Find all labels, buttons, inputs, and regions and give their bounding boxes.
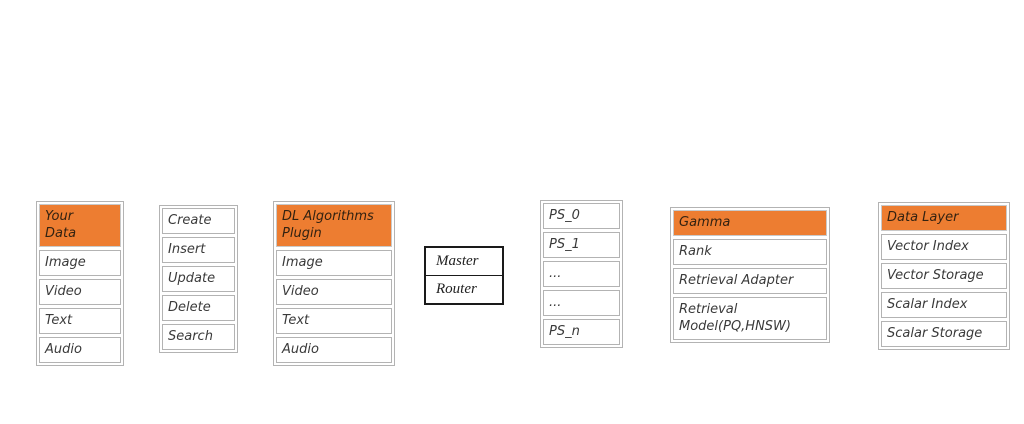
table-cell: PS_0 [543, 203, 620, 229]
table-cell: Text [276, 308, 392, 334]
table-cell: PS_1 [543, 232, 620, 258]
table-your-data: Your Data Image Video Text Audio [36, 201, 124, 366]
table-header: Gamma [673, 210, 827, 236]
table-cell: Router [426, 276, 502, 303]
table-master-router: Master Router [424, 246, 504, 305]
table-cell: Video [276, 279, 392, 305]
table-cell: Audio [276, 337, 392, 363]
table-cell: Image [39, 250, 121, 276]
table-cell: Vector Index [881, 234, 1007, 260]
table-cell: Create [162, 208, 235, 234]
table-cell: ... [543, 261, 620, 287]
table-cell: Text [39, 308, 121, 334]
table-cell: Master [426, 248, 502, 276]
table-cell: Audio [39, 337, 121, 363]
table-cell: Retrieval Adapter [673, 268, 827, 294]
table-cell: Update [162, 266, 235, 292]
table-data-layer: Data Layer Vector Index Vector Storage S… [878, 202, 1010, 350]
table-cell: Scalar Index [881, 292, 1007, 318]
table-cell: Insert [162, 237, 235, 263]
table-cell: PS_n [543, 319, 620, 345]
table-cell: Video [39, 279, 121, 305]
table-cell: Retrieval Model(PQ,HNSW) [673, 297, 827, 340]
table-dl-algorithms-plugin: DL Algorithms Plugin Image Video Text Au… [273, 201, 395, 366]
table-header: Your Data [39, 204, 121, 247]
table-create-operations: Create Insert Update Delete Search [159, 205, 238, 353]
table-gamma: Gamma Rank Retrieval Adapter Retrieval M… [670, 207, 830, 343]
table-header: Data Layer [881, 205, 1007, 231]
table-cell: Scalar Storage [881, 321, 1007, 347]
table-cell: Image [276, 250, 392, 276]
table-cell: ... [543, 290, 620, 316]
table-cell: Rank [673, 239, 827, 265]
table-cell: Delete [162, 295, 235, 321]
table-cell: Search [162, 324, 235, 350]
table-cell: Vector Storage [881, 263, 1007, 289]
table-parameter-servers: PS_0 PS_1 ... ... PS_n [540, 200, 623, 348]
table-header: DL Algorithms Plugin [276, 204, 392, 247]
